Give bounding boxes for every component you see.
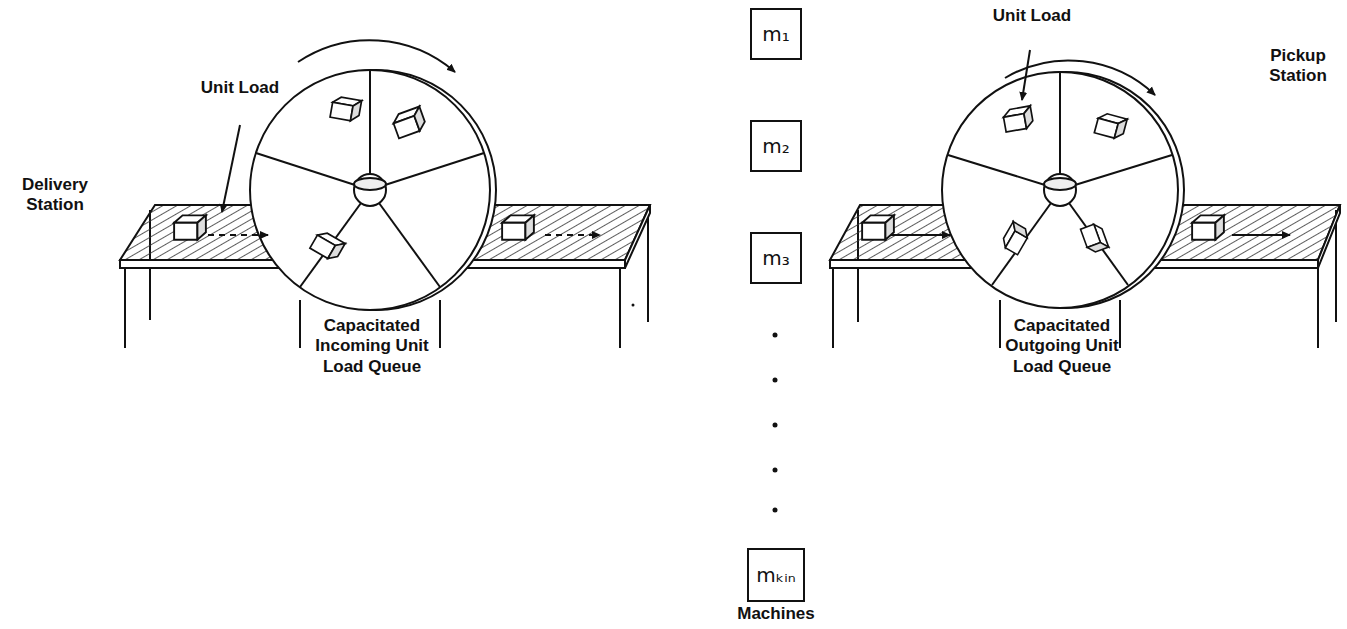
- machine-name: m₂: [762, 134, 790, 158]
- machine-box: m₃: [750, 232, 802, 284]
- machine-box: m₂: [750, 120, 802, 172]
- callout-label: Pickup Station: [1253, 46, 1343, 87]
- incoming-conveyor: [120, 40, 650, 348]
- outgoing-conveyor: [830, 50, 1340, 348]
- machine-name: mₖᵢₙ: [756, 563, 796, 587]
- machine-name: m₃: [762, 246, 790, 270]
- callout-label: Unit Load: [170, 78, 310, 98]
- callout-label: Unit Load: [962, 6, 1102, 26]
- machine-box: m₁: [750, 8, 802, 60]
- machine-name: m₁: [762, 22, 790, 46]
- callout-label: Delivery Station: [5, 175, 105, 216]
- callout-label: Machines: [716, 604, 836, 624]
- ellipsis-dots: [632, 304, 778, 513]
- callout-label: Capacitated Outgoing Unit Load Queue: [987, 316, 1137, 377]
- machine-box: mₖᵢₙ: [747, 548, 805, 602]
- callout-label: Capacitated Incoming Unit Load Queue: [297, 316, 447, 377]
